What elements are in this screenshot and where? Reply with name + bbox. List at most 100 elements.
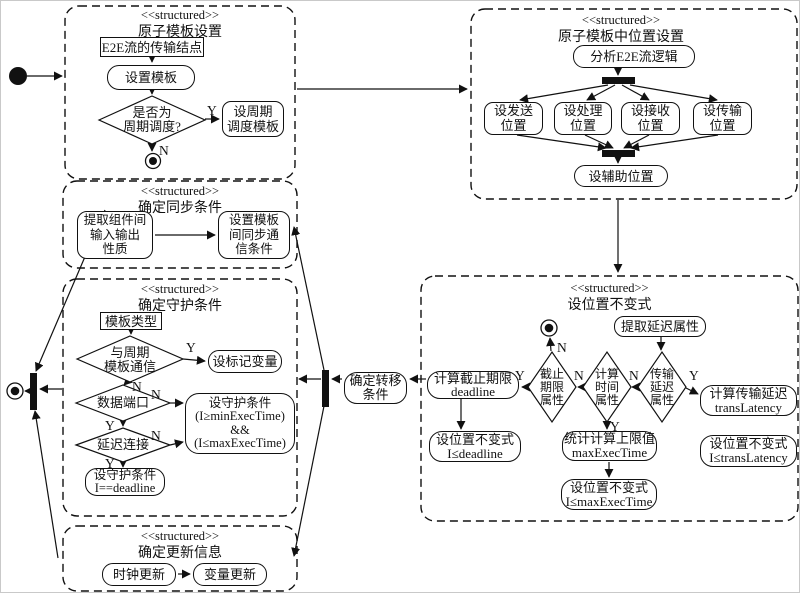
label-line: 设处理 (563, 103, 603, 118)
initial-node (9, 67, 27, 85)
label-line: 属性 (539, 392, 564, 407)
label-line: 位置 (569, 117, 596, 133)
activity-set-send-position: 设发送 位置 (484, 102, 543, 135)
activity-set-template: 设置模板 (107, 65, 195, 90)
label-line: 属性 (594, 392, 619, 407)
group-title-position-setup: 原子模板中位置设置 (558, 30, 684, 45)
group-frame-update-info (62, 525, 298, 592)
group-title-update-info: 确定更新信息 (138, 546, 222, 561)
label-line: 设发送 (493, 103, 533, 118)
activity-set-transmit-position: 设传输 位置 (693, 102, 752, 135)
label-line: maxExecTime (571, 445, 648, 460)
stereotype-position-setup: <<structured>> (581, 13, 661, 27)
label-no: N (159, 143, 169, 158)
label-line: 计算传输延迟 (709, 385, 788, 401)
activity-calc-deadline: 计算截止期限 deadline (427, 371, 519, 399)
object-e2e-node: E2E流的传输结点 (100, 37, 204, 57)
label-line: I≤deadline (447, 445, 503, 461)
label-line: 条件 (362, 387, 389, 402)
group-title-guard-conditions: 确定守护条件 (138, 299, 222, 314)
activity-set-aux-position: 设辅助位置 (574, 165, 668, 187)
stereotype-sync-conditions: <<structured>> (140, 184, 220, 198)
label-line: 属性 (649, 392, 674, 407)
label-yes: Y (105, 418, 115, 433)
final-node-invariants (540, 319, 558, 337)
label-line: 计算 (594, 366, 619, 381)
label-line: 变量更新 (203, 567, 256, 582)
edge-transdelay-yes (685, 386, 699, 395)
activity-set-process-position: 设处理 位置 (554, 102, 612, 135)
decision-deadline-attr (527, 350, 577, 424)
label-line: 周期调度? (123, 119, 181, 134)
stereotype-update-info: <<structured>> (140, 529, 220, 543)
decision-text-data-port: 数据端口 (76, 396, 170, 410)
label-line: I≤transLatency (709, 450, 788, 465)
activity-variable-update: 变量更新 (193, 563, 267, 586)
label-line: 模板通信 (103, 358, 156, 374)
label-line: 计算截止期限 (433, 370, 512, 386)
label-line: (I≤maxExecTime) (194, 436, 286, 450)
activity-invariant-maxexectime: 设位置不变式 I≤maxExecTime (561, 479, 657, 510)
edge-send-to-join (516, 134, 607, 152)
label-line: 分析E2E流逻辑 (590, 49, 678, 64)
edge-transmit-to-join (630, 134, 719, 152)
decision-text-comm-with-periodic: 与周期 模板通信 (77, 345, 183, 374)
label-no: N (629, 368, 639, 383)
label-line: 调度模板 (226, 119, 279, 134)
label-line: 设守护条件 (208, 395, 272, 410)
edge-fork-to-receive (621, 84, 650, 101)
label-line: 位置 (709, 117, 736, 133)
edge-process-to-join (584, 134, 614, 149)
label-line: 提取延迟属性 (620, 319, 699, 334)
label-line: 间同步通 (228, 227, 279, 242)
decision-text-delay-link: 延迟连接 (76, 438, 170, 452)
fork-bar-position (602, 77, 635, 84)
label-line: 设位置不变式 (569, 479, 648, 495)
label-line: 设置模板 (228, 213, 279, 228)
edge-deadlineattr-no-final (546, 337, 556, 352)
label-no: N (574, 368, 584, 383)
activity-set-periodic-template: 设周期 调度模板 (222, 101, 284, 137)
label-line: 输入输出 (89, 227, 140, 242)
fork-bar-conditions (322, 370, 329, 407)
activity-invariant-deadline: 设位置不变式 I≤deadline (429, 431, 521, 462)
join-bar-position (602, 150, 635, 157)
decision-trans-delay-attr (637, 350, 687, 424)
activity-calc-translatency: 计算传输延迟 transLatency (700, 385, 797, 416)
label-no: N (557, 340, 567, 355)
decision-text-deadline-attr: 截止 期限 属性 (528, 367, 576, 407)
label-line: 设周期 (233, 104, 273, 119)
label-line: 设标记变量 (212, 354, 278, 369)
activity-calc-upper-limit: 统计计算上限值 maxExecTime (562, 431, 657, 461)
activity-clock-update: 时钟更新 (102, 563, 176, 586)
group-title-location-invariants: 设位置不变式 (567, 298, 652, 313)
label-line: 时钟更新 (112, 567, 165, 582)
label-line: 时间 (594, 379, 619, 394)
edge-fork-to-sync (291, 226, 325, 371)
label-yes: Y (689, 368, 699, 383)
activity-set-sync-comm-conditions: 设置模板 间同步通 信条件 (218, 211, 290, 259)
join-bar-left (30, 373, 37, 410)
activity-set-marker-variable: 设标记变量 (208, 350, 282, 373)
label-line: deadline (450, 384, 496, 399)
label-yes: Y (610, 419, 620, 434)
label-line: 截止 (539, 366, 564, 381)
label-line: 设置模板 (124, 70, 177, 85)
label-line: 延迟 (649, 379, 674, 394)
label-line: 确定转移 (349, 372, 402, 388)
group-frame-location-invariants (420, 275, 799, 522)
final-node-main (6, 382, 24, 400)
label-line: 信条件 (235, 242, 273, 257)
label-line: 设辅助位置 (588, 168, 654, 184)
label-line: 设接收 (630, 103, 670, 118)
label-line: 与周期 (110, 344, 150, 360)
decision-is-periodic (97, 95, 207, 145)
group-frame-sync-conditions (62, 180, 298, 269)
label-line: E2E流的传输结点 (101, 39, 203, 55)
stereotype-atomic-template-setup: <<structured>> (140, 8, 220, 22)
group-title-atomic-template-setup: 原子模板设置 (138, 25, 222, 40)
activity-set-guard-deadline: 设守护条件 I==deadline (85, 468, 165, 496)
activity-analyze-e2e: 分析E2E流逻辑 (573, 45, 695, 68)
